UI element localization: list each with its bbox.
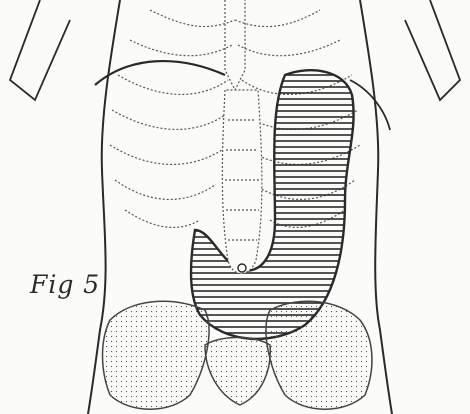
stomach (191, 70, 354, 339)
figure-label: Fig 5 (30, 270, 100, 299)
sternum (225, 0, 245, 90)
arm-left (10, 0, 70, 100)
liver-outline (95, 61, 225, 85)
spinal-column (222, 90, 262, 274)
arm-right (405, 0, 460, 100)
